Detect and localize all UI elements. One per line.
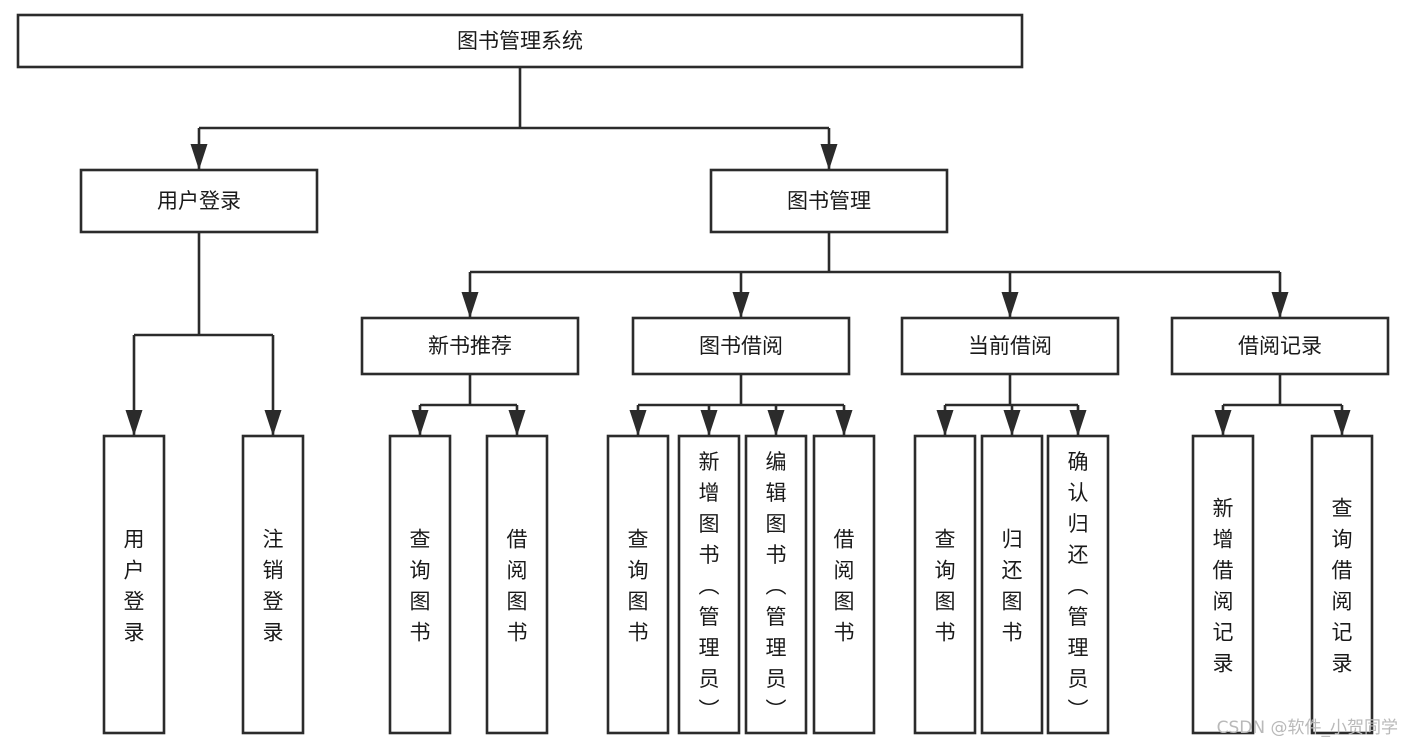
node-box-leaf-logout[interactable]: [241, 434, 305, 735]
node-label-leaf-confirm-return: 确认归还︵管理员︶: [1068, 450, 1089, 722]
node-label-current-borrow: 当前借阅: [968, 334, 1052, 358]
node-box-borrow-record[interactable]: [1170, 316, 1390, 376]
node-leaf-borrow-book-b[interactable]: 借阅图书: [812, 434, 876, 735]
arrow-head-icon: [732, 292, 750, 318]
node-label-leaf-logout: 注销登录: [263, 528, 284, 645]
csdn-watermark: CSDN @软件_小贺同学: [1217, 718, 1398, 738]
node-label-book-admin: 图书管理: [787, 189, 871, 213]
node-box-leaf-add-record[interactable]: [1191, 434, 1255, 735]
node-book-borrow[interactable]: 图书借阅: [631, 316, 851, 376]
arrow-head-icon: [820, 144, 838, 170]
node-leaf-logout[interactable]: 注销登录: [241, 434, 305, 735]
node-label-borrow-record: 借阅记录: [1238, 334, 1322, 358]
node-box-leaf-return-book[interactable]: [980, 434, 1044, 735]
arrow-head-icon: [125, 410, 143, 436]
node-label-leaf-user-login: 用户登录: [124, 528, 145, 645]
node-box-leaf-add-book[interactable]: [677, 434, 741, 735]
node-box-leaf-query-book-b[interactable]: [606, 434, 670, 735]
node-label-leaf-edit-book: 编辑图书︵管理员︶: [766, 450, 787, 722]
node-leaf-add-book[interactable]: 新增图书︵管理员︶: [677, 434, 741, 735]
arrow-head-icon: [767, 410, 785, 436]
arrow-head-icon: [1333, 410, 1351, 436]
node-box-leaf-borrow-book-a[interactable]: [485, 434, 549, 735]
node-box-new-book-recommend[interactable]: [360, 316, 580, 376]
node-label-new-book-recommend: 新书推荐: [428, 334, 512, 358]
node-box-book-borrow[interactable]: [631, 316, 851, 376]
node-leaf-confirm-return[interactable]: 确认归还︵管理员︶: [1046, 434, 1110, 735]
arrow-head-icon: [629, 410, 647, 436]
node-label-leaf-add-book: 新增图书︵管理员︶: [699, 450, 720, 722]
node-box-user-login[interactable]: [79, 168, 319, 234]
node-box-leaf-query-book-a[interactable]: [388, 434, 452, 735]
node-label-leaf-query-book-b: 查询图书: [628, 528, 649, 645]
node-leaf-return-book[interactable]: 归还图书: [980, 434, 1044, 735]
node-leaf-user-login[interactable]: 用户登录: [102, 434, 166, 735]
node-box-root[interactable]: [16, 13, 1024, 69]
node-layer: 图书管理系统用户登录图书管理新书推荐图书借阅当前借阅借阅记录用户登录注销登录查询…: [16, 13, 1390, 735]
node-leaf-query-book-a[interactable]: 查询图书: [388, 434, 452, 735]
node-label-leaf-return-book: 归还图书: [1002, 528, 1023, 645]
node-label-leaf-query-book-a: 查询图书: [410, 528, 431, 645]
node-root[interactable]: 图书管理系统: [16, 13, 1024, 69]
node-box-leaf-borrow-book-b[interactable]: [812, 434, 876, 735]
node-leaf-add-record[interactable]: 新增借阅记录: [1191, 434, 1255, 735]
node-leaf-edit-book[interactable]: 编辑图书︵管理员︶: [744, 434, 808, 735]
arrow-head-icon: [700, 410, 718, 436]
arrow-head-icon: [264, 410, 282, 436]
node-borrow-record[interactable]: 借阅记录: [1170, 316, 1390, 376]
node-box-leaf-query-book-c[interactable]: [913, 434, 977, 735]
node-current-borrow[interactable]: 当前借阅: [900, 316, 1120, 376]
node-box-book-admin[interactable]: [709, 168, 949, 234]
watermark-layer: CSDN @软件_小贺同学: [1217, 718, 1398, 738]
arrow-head-icon: [936, 410, 954, 436]
node-leaf-query-book-b[interactable]: 查询图书: [606, 434, 670, 735]
node-label-leaf-borrow-book-b: 借阅图书: [834, 528, 855, 645]
node-label-leaf-query-book-c: 查询图书: [935, 528, 956, 645]
node-user-login[interactable]: 用户登录: [79, 168, 319, 234]
node-leaf-query-book-c[interactable]: 查询图书: [913, 434, 977, 735]
arrow-head-icon: [1001, 292, 1019, 318]
arrow-head-icon: [1003, 410, 1021, 436]
arrow-head-icon: [1214, 410, 1232, 436]
node-book-admin[interactable]: 图书管理: [709, 168, 949, 234]
arrow-head-icon: [190, 144, 208, 170]
node-label-book-borrow: 图书借阅: [699, 334, 783, 358]
node-leaf-borrow-book-a[interactable]: 借阅图书: [485, 434, 549, 735]
connector-layer: [125, 67, 1351, 436]
node-label-leaf-add-record: 新增借阅记录: [1213, 497, 1234, 676]
node-box-leaf-user-login[interactable]: [102, 434, 166, 735]
arrow-head-icon: [1271, 292, 1289, 318]
node-label-leaf-borrow-book-a: 借阅图书: [507, 528, 528, 645]
node-box-leaf-edit-book[interactable]: [744, 434, 808, 735]
node-label-root: 图书管理系统: [457, 29, 583, 53]
arrow-head-icon: [411, 410, 429, 436]
arrow-head-icon: [835, 410, 853, 436]
arrow-head-icon: [1069, 410, 1087, 436]
node-box-current-borrow[interactable]: [900, 316, 1120, 376]
node-leaf-query-record[interactable]: 查询借阅记录: [1310, 434, 1374, 735]
node-box-leaf-query-record[interactable]: [1310, 434, 1374, 735]
node-label-leaf-query-record: 查询借阅记录: [1332, 497, 1353, 676]
node-box-leaf-confirm-return[interactable]: [1046, 434, 1110, 735]
node-new-book-recommend[interactable]: 新书推荐: [360, 316, 580, 376]
arrow-head-icon: [508, 410, 526, 436]
arrow-head-icon: [461, 292, 479, 318]
node-label-user-login: 用户登录: [157, 189, 241, 213]
